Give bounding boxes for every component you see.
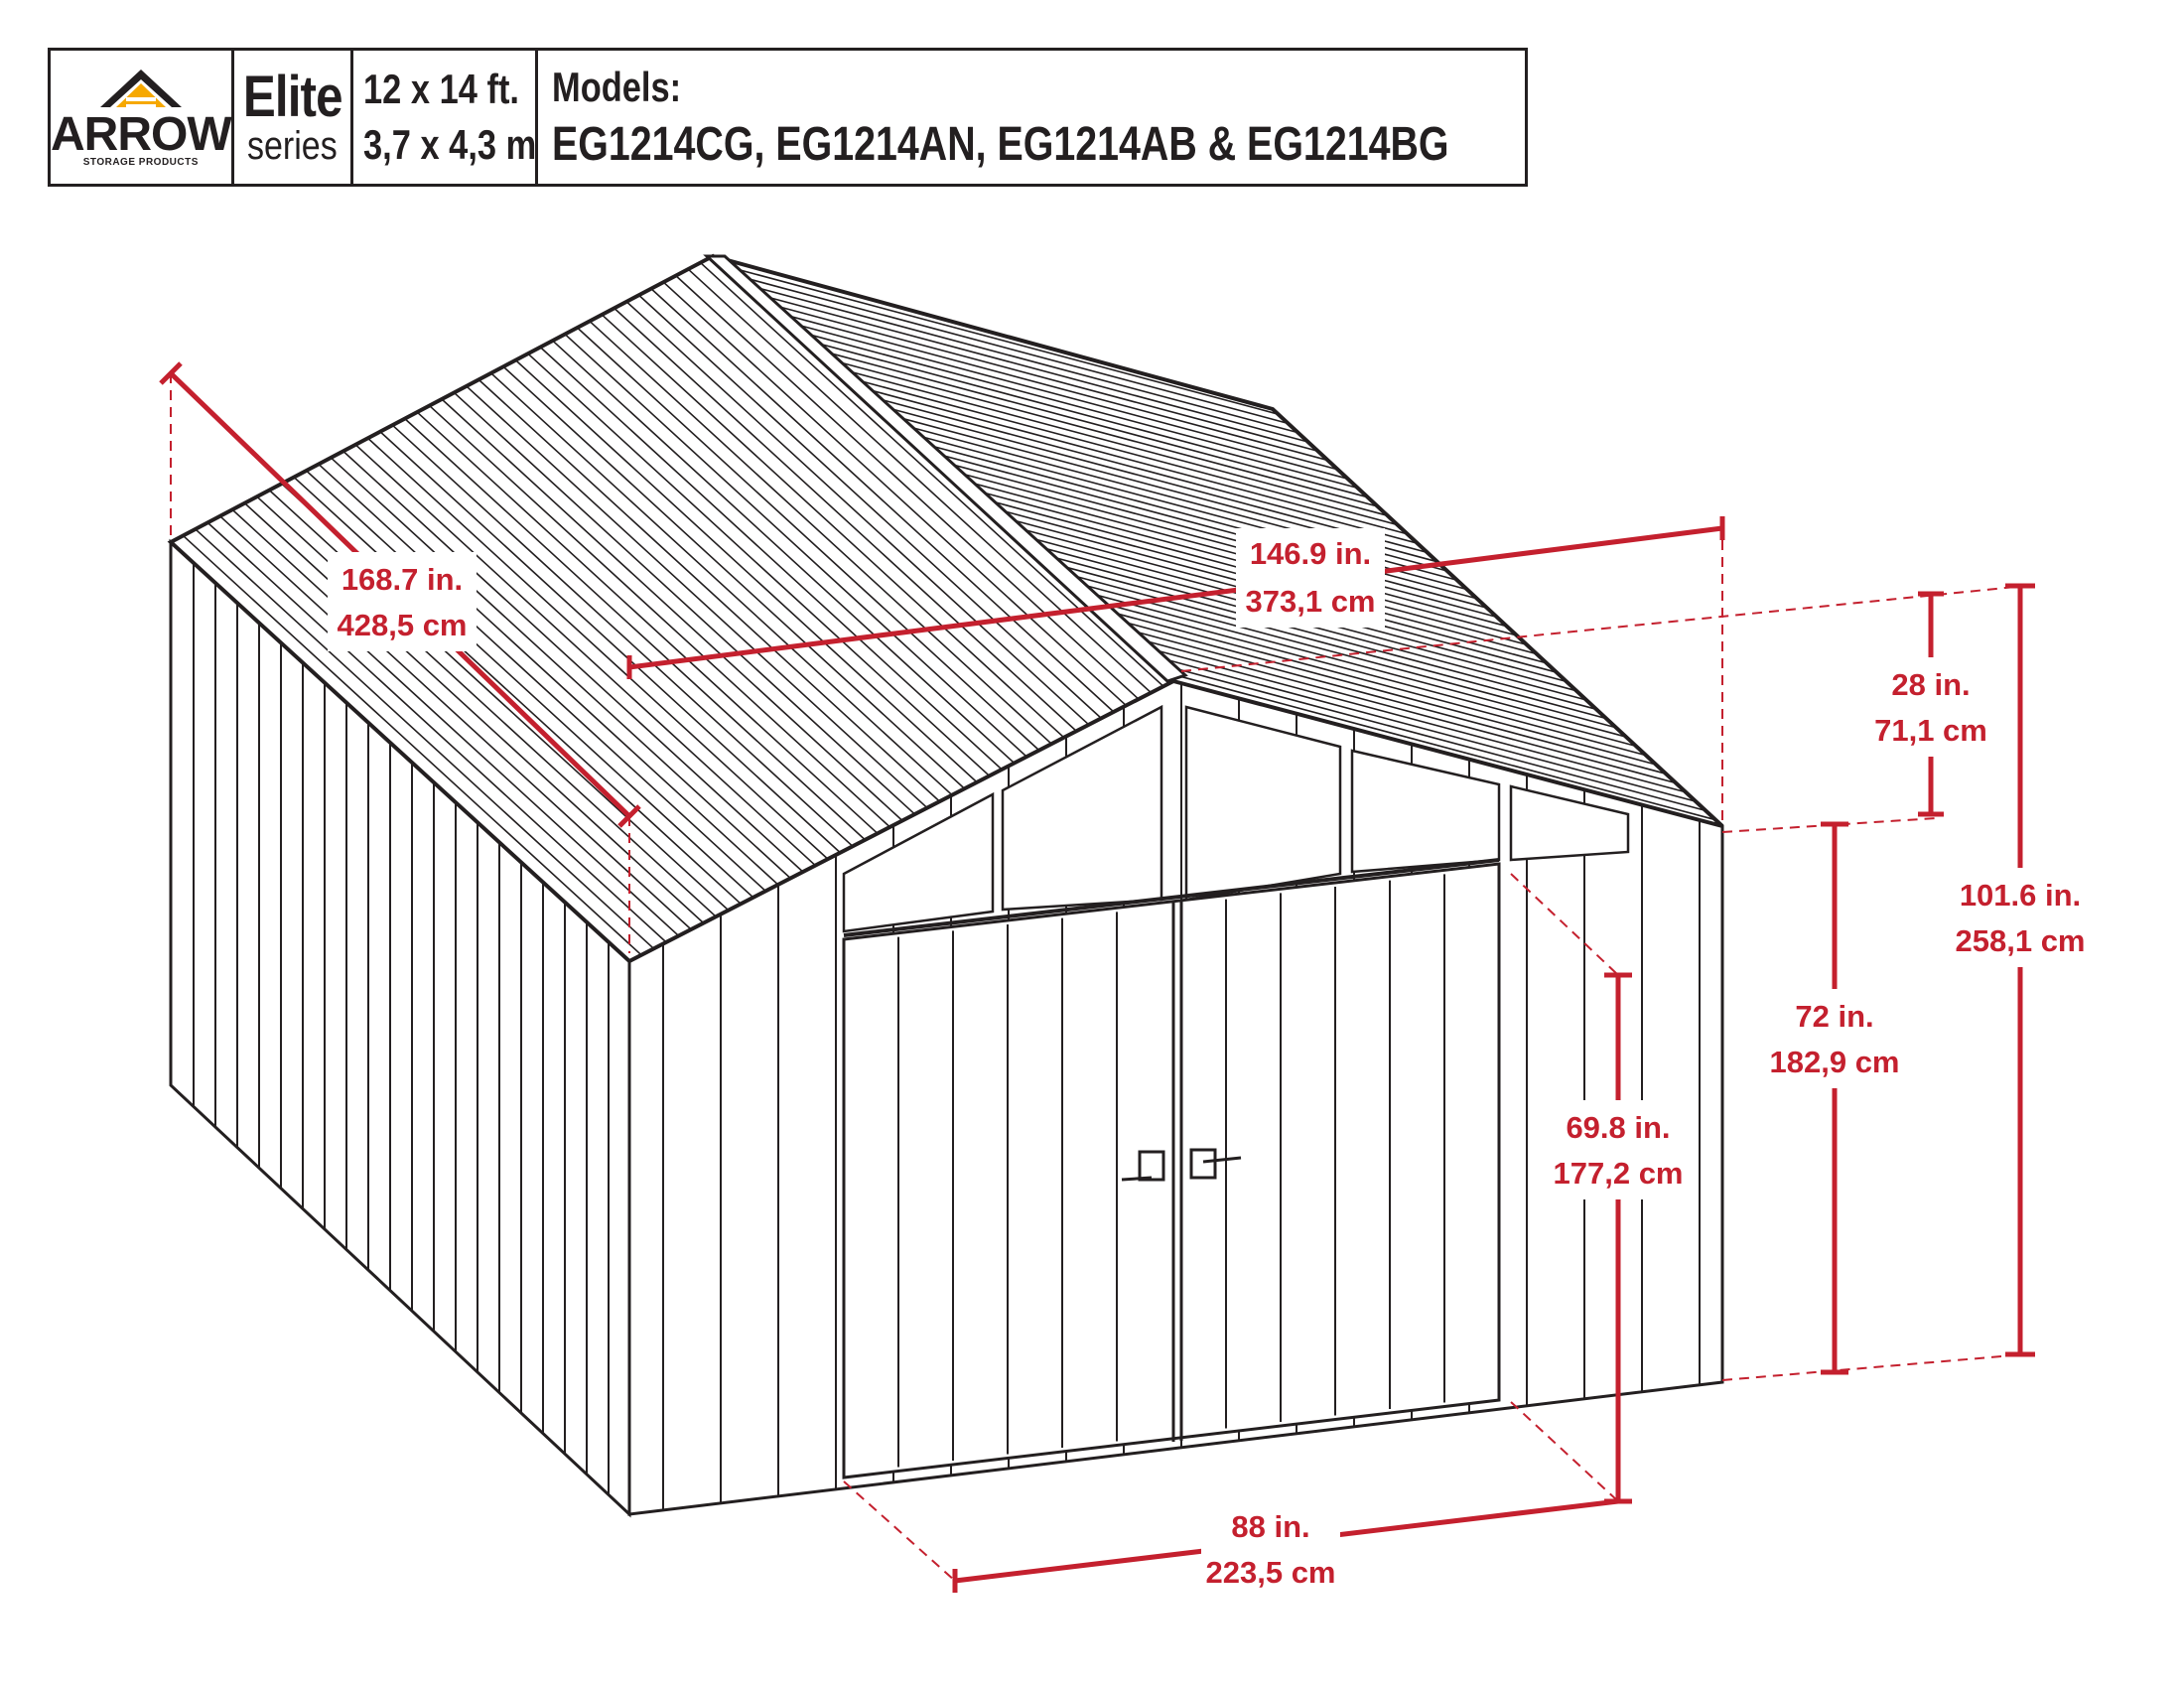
roof-width-metric: 373,1 cm [1246, 584, 1376, 619]
door-width-metric: 223,5 cm [1206, 1555, 1336, 1590]
door-height-metric: 177,2 cm [1554, 1156, 1684, 1191]
wall-height-metric: 182,9 cm [1770, 1045, 1900, 1079]
size-cell: 12 x 14 ft. 3,7 x 4,3 m [353, 51, 539, 184]
total-height-imperial: 101.6 in. [1960, 878, 2081, 913]
brand-name: ARROW [51, 107, 232, 161]
double-doors [842, 862, 1501, 1479]
models-label: Models: [552, 64, 682, 110]
brand-subtitle: STORAGE PRODUCTS [82, 156, 199, 168]
door-width-imperial: 88 in. [1231, 1509, 1309, 1544]
total-height-metric: 258,1 cm [1956, 923, 2086, 958]
roof-depth-imperial: 168.7 in. [341, 562, 463, 597]
series-name: Elite [242, 65, 342, 129]
roof-depth-metric: 428,5 cm [338, 608, 468, 642]
brand-logo: ARROW STORAGE PRODUCTS [51, 51, 234, 184]
gable-height-metric: 71,1 cm [1874, 713, 1987, 748]
spec-header: ARROW STORAGE PRODUCTS Elite series 12 x… [48, 48, 1528, 187]
wall-height-imperial: 72 in. [1795, 999, 1873, 1034]
models-list: EG1214CG, EG1214AN, EG1214AB & EG1214BG [552, 118, 1449, 171]
roof-width-imperial: 146.9 in. [1250, 536, 1371, 571]
gable-height-imperial: 28 in. [1891, 667, 1970, 702]
models-cell: Models: EG1214CG, EG1214AN, EG1214AB & E… [538, 51, 1646, 184]
dimension-labels: 168.7 in. 428,5 cm 146.9 in. 373,1 cm 28… [338, 536, 2086, 1590]
size-imperial: 12 x 14 ft. [363, 66, 520, 112]
house-roof-icon [99, 69, 182, 108]
series-cell: Elite series [234, 51, 354, 184]
roof [167, 253, 1724, 964]
series-word: series [247, 124, 338, 168]
door-handles-icon [1121, 1148, 1242, 1182]
door-height-imperial: 69.8 in. [1566, 1110, 1670, 1145]
